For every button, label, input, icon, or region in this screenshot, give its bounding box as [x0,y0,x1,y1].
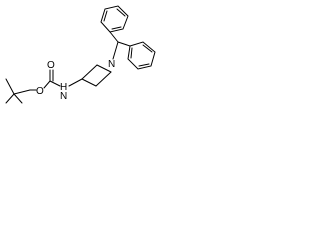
bond [13,93,23,104]
double-bond [116,8,126,17]
azetidine-ring [68,64,112,87]
bond [68,78,83,87]
atom-label-ring-nitrogen: N [108,59,115,70]
atom-label-ester-oxygen: O [36,86,44,97]
bond [117,41,131,47]
atom-label-amine-hydrogen: H [60,82,67,93]
bond [96,64,112,73]
double-bond [138,63,150,67]
ring-outline [100,5,129,33]
atom-label-amine-nitrogen: N [60,91,67,102]
double-bond [130,47,133,59]
bond [109,31,119,43]
bond [43,80,51,89]
benzhydryl-group [109,31,131,60]
atom-label-carbonyl-oxygen: O [47,60,55,71]
bond [81,64,98,80]
bond [49,80,61,87]
bond [5,93,15,104]
double-bond [103,10,108,22]
carbamate-group [29,69,61,91]
bond [95,71,112,87]
bond [112,41,119,60]
structural-formula: O O N H N [5,5,156,104]
bond [5,78,15,95]
atom-labels: O O N H N [36,59,115,102]
ring-outline [127,41,156,70]
bond [13,89,31,95]
bond [81,78,97,87]
double-bond [111,26,122,30]
phenyl-ring-right [127,41,156,70]
tert-butyl-group [5,78,31,104]
double-bond [142,44,153,53]
phenyl-ring-upper [100,5,129,33]
